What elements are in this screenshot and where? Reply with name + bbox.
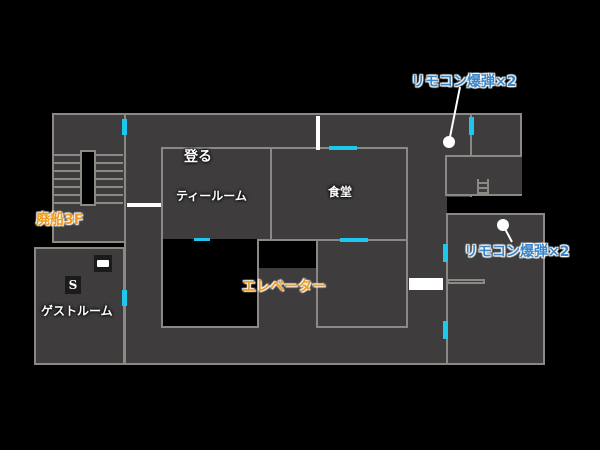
void (447, 197, 473, 213)
elevator-top (259, 241, 316, 268)
door[interactable] (443, 321, 448, 339)
east-room (446, 213, 545, 365)
door[interactable] (122, 119, 127, 135)
climb-label: 登る (184, 149, 212, 165)
door[interactable] (122, 290, 127, 306)
passage (127, 203, 161, 207)
door[interactable] (194, 238, 210, 241)
floor-label: 廃船3F (36, 212, 84, 228)
save-point-icon[interactable]: S (65, 276, 81, 294)
item-label: リモコン爆弾×2 (464, 244, 570, 260)
door[interactable] (469, 117, 474, 135)
east-room-ledge (447, 279, 485, 284)
item-label: リモコン爆弾×2 (411, 74, 517, 90)
guest-room-label: ゲストルーム (41, 304, 113, 318)
door[interactable] (329, 146, 357, 150)
east-inner-room (316, 239, 408, 328)
ladder-icon (477, 179, 489, 194)
passage (316, 116, 320, 150)
door[interactable] (443, 244, 448, 262)
passage (409, 278, 443, 290)
item-box-icon[interactable] (94, 255, 112, 272)
tea-room-label: ティールーム (176, 189, 247, 203)
item-marker[interactable] (443, 136, 455, 148)
elevator-label: エレベーター (242, 279, 326, 295)
dining-label: 食堂 (328, 185, 353, 199)
blocked-area (161, 239, 259, 328)
door[interactable] (340, 238, 368, 242)
item-marker[interactable] (497, 219, 509, 231)
